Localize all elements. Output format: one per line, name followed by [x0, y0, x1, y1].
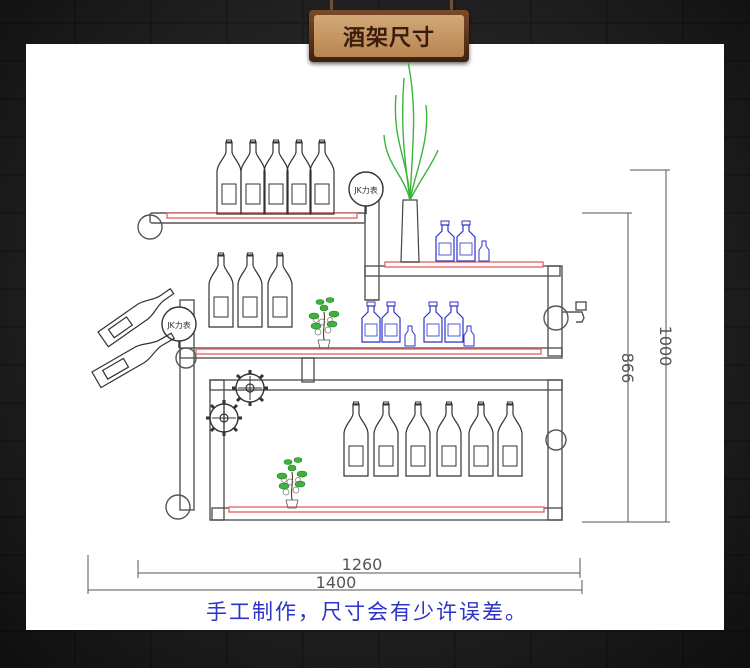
bottom-shelf-bottles — [343, 401, 523, 477]
gauge-top — [348, 171, 384, 214]
title-sign: 酒架尺寸 — [309, 10, 469, 62]
footer-note: 手工制作，尺寸会有少许误差。 — [206, 600, 528, 624]
gear-icon — [230, 368, 270, 408]
vase-with-grass — [383, 61, 439, 263]
top-shelf-bottles — [216, 139, 335, 215]
middle-shelf-tall-bottles — [208, 252, 293, 328]
width-inner-label: 1260 — [342, 555, 383, 574]
dimension-lines — [87, 169, 670, 594]
tilted-bottles — [91, 287, 176, 389]
gauge-left-label: JK力表 — [166, 320, 191, 330]
plant-icon — [308, 296, 340, 349]
height-inner-label: 866 — [618, 353, 637, 384]
middle-shelf-blue-bottles — [361, 301, 475, 347]
gauge-left — [161, 306, 197, 348]
height-outer-label: 1000 — [656, 326, 675, 367]
upper-right-shelf-bottles — [435, 220, 490, 262]
sign-rope-left — [330, 0, 333, 14]
page-title: 酒架尺寸 — [342, 25, 435, 51]
drawing-sheet — [26, 44, 724, 630]
plant-icon — [276, 456, 308, 509]
sign-rope-right — [450, 0, 453, 14]
shelves — [166, 212, 545, 513]
gauge-top-label: JK力表 — [353, 185, 378, 195]
width-outer-label: 1400 — [316, 573, 357, 592]
pipe-frame — [137, 199, 587, 521]
